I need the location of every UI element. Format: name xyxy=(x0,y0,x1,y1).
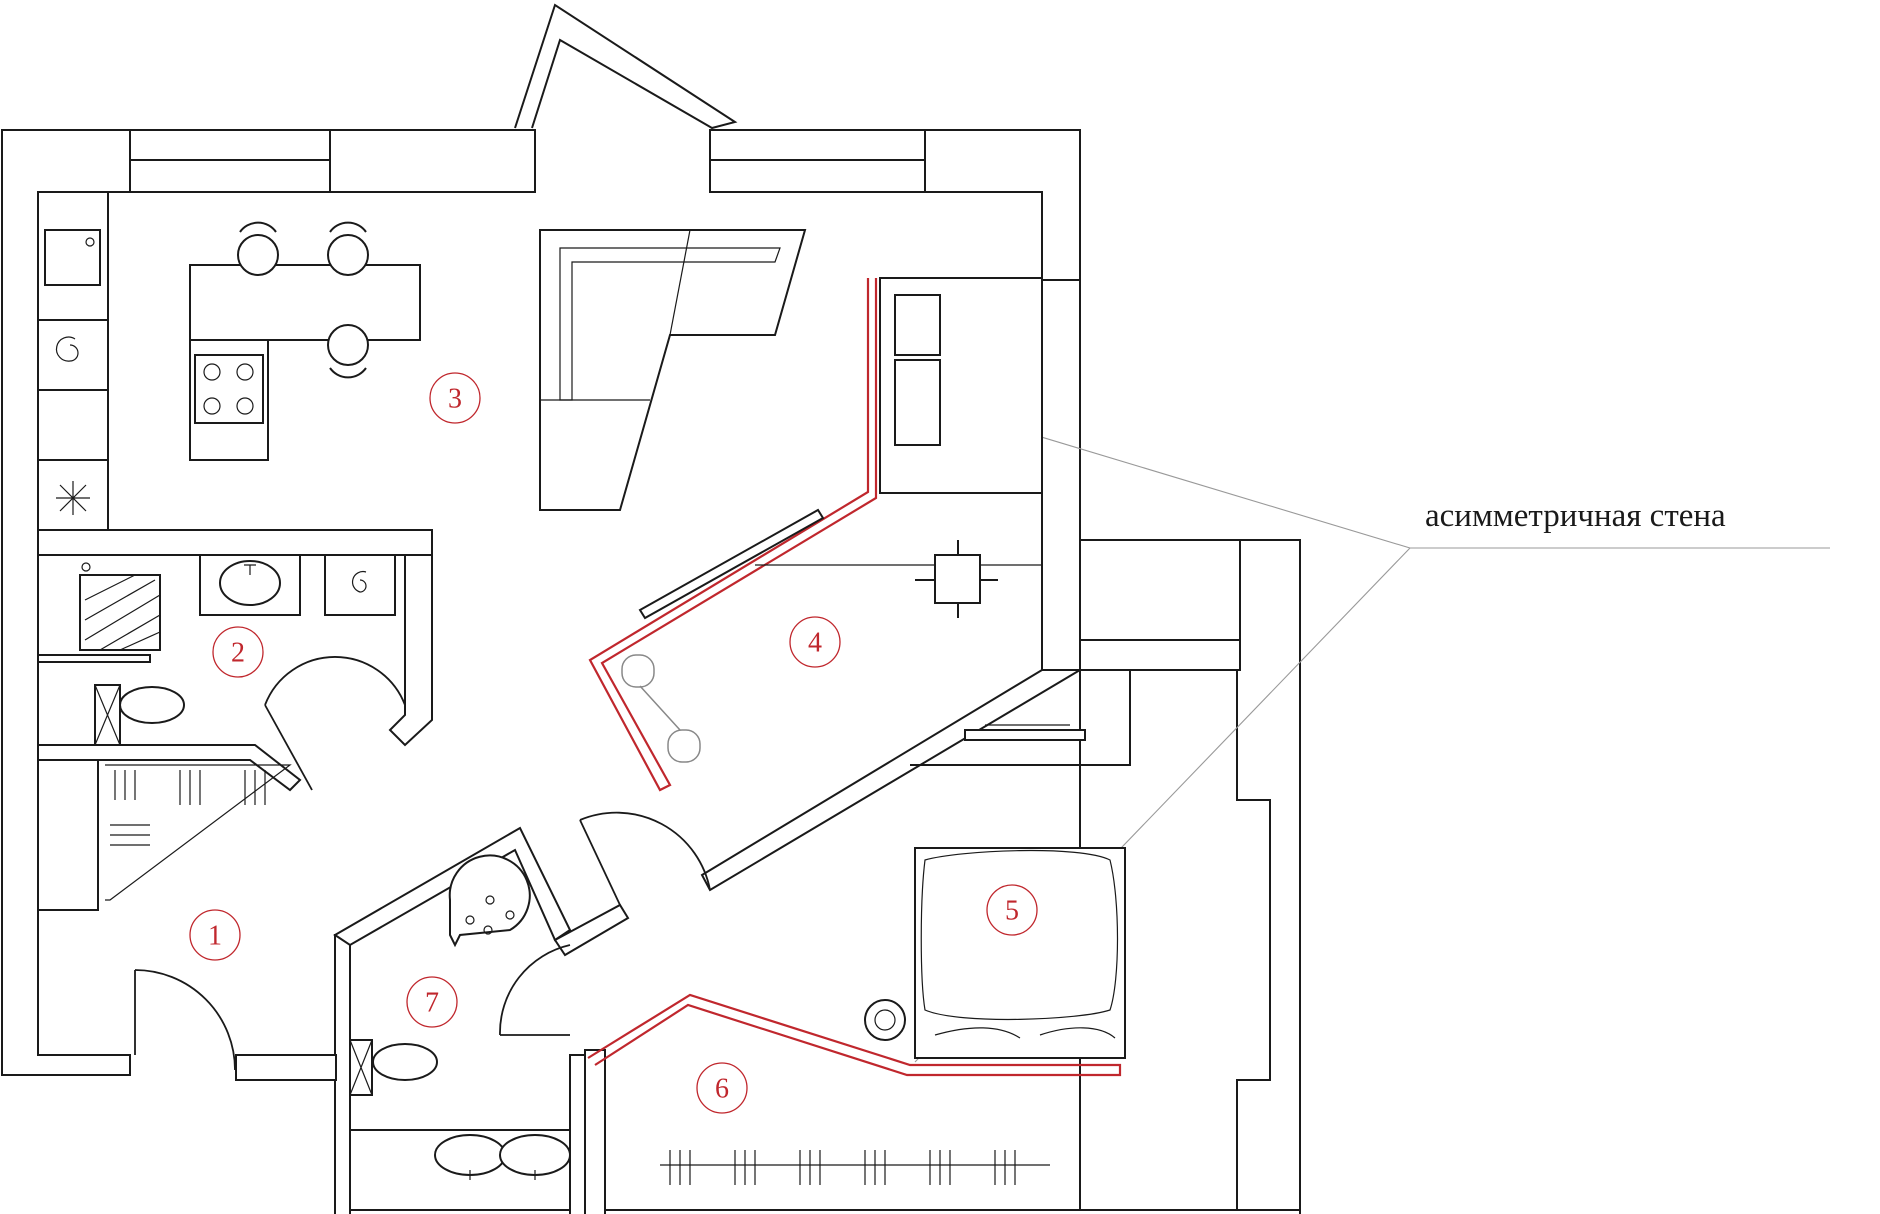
room-number-2: 2 xyxy=(231,638,245,669)
bathroom-2 xyxy=(79,554,406,791)
asymmetric-wall xyxy=(587,278,1122,1077)
room-number-6: 6 xyxy=(715,1074,729,1105)
room-number-3: 3 xyxy=(448,384,462,415)
kitchen-island xyxy=(189,264,421,341)
wardrobe-rails xyxy=(660,1150,1050,1185)
dumbbell-icon xyxy=(621,654,701,763)
nightstand-lamp xyxy=(864,999,906,1041)
room-marker-5: 5 xyxy=(986,884,1038,936)
bathroom-7 xyxy=(349,854,571,1211)
room-marker-6: 6 xyxy=(696,1062,748,1114)
washbasin-icon xyxy=(219,560,281,606)
toilet-icon xyxy=(119,686,185,724)
room-number-5: 5 xyxy=(1005,896,1019,927)
sink-icon xyxy=(44,229,101,286)
toilet-icon-2 xyxy=(372,1043,438,1081)
office xyxy=(621,277,1043,763)
asymmetric-wall-callout: асимметричная стена xyxy=(1425,498,1726,534)
bathtub-icon xyxy=(448,854,531,948)
room-marker-1: 1 xyxy=(189,909,241,961)
room-marker-7: 7 xyxy=(406,976,458,1028)
room-marker-3: 3 xyxy=(429,372,481,424)
stove-icon xyxy=(194,354,264,424)
bedroom xyxy=(660,724,1126,1185)
wardrobe xyxy=(105,764,292,901)
kitchen xyxy=(37,191,825,620)
hall xyxy=(105,764,711,1071)
room-number-7: 7 xyxy=(425,988,439,1019)
bed xyxy=(914,847,1126,1059)
room-number-4: 4 xyxy=(808,628,822,659)
room-marker-2: 2 xyxy=(212,626,264,678)
room-markers: 1 2 3 4 5 6 7 xyxy=(189,372,1038,1114)
room-number-1: 1 xyxy=(208,921,222,952)
sofa xyxy=(539,229,807,511)
room-marker-4: 4 xyxy=(789,616,841,668)
desk-chair xyxy=(934,554,981,604)
washbasin-icon-3 xyxy=(499,1134,571,1176)
washbasin-icon-2 xyxy=(434,1134,506,1176)
